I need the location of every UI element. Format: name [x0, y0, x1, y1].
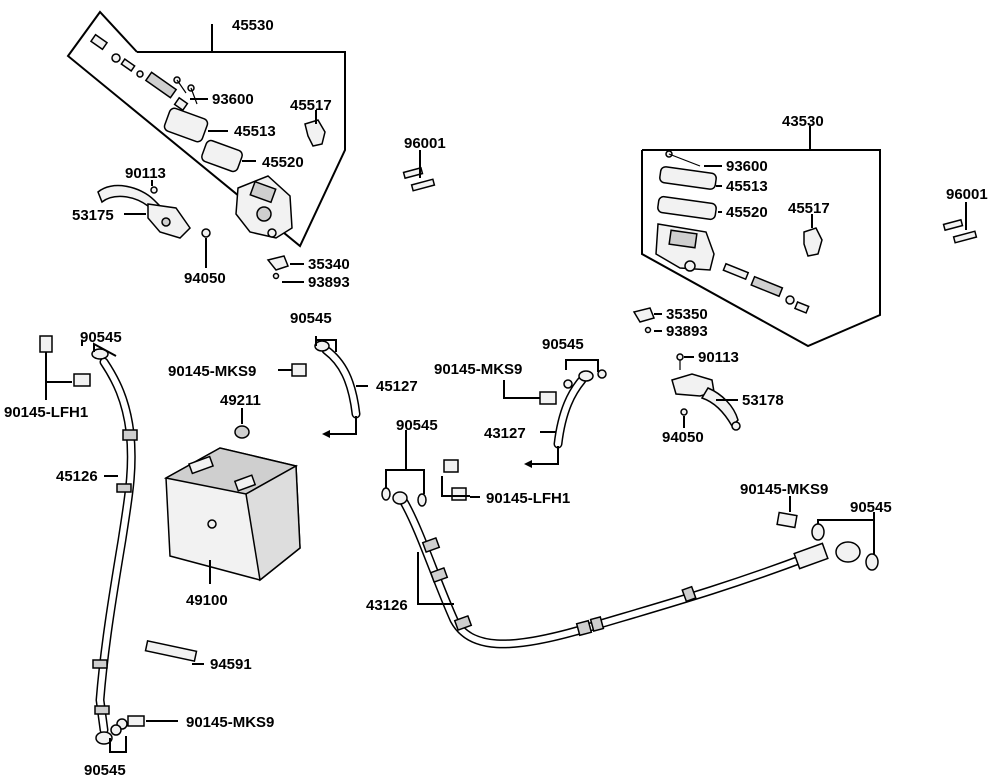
label-45126: 45126 — [56, 468, 98, 485]
label-90145-lfh1-b: 90145-LFH1 — [486, 490, 570, 507]
label-90145-mks9-d: 90145-MKS9 — [740, 481, 828, 498]
label-94050-a: 94050 — [184, 270, 226, 287]
label-45520-b: 45520 — [726, 204, 768, 221]
label-45520-a: 45520 — [262, 154, 304, 171]
label-53178: 53178 — [742, 392, 784, 409]
label-43530: 43530 — [782, 113, 824, 130]
label-94591: 94591 — [210, 656, 252, 673]
label-93600-b: 93600 — [726, 158, 768, 175]
banjo-bolt-90145-mks9-b — [110, 715, 145, 736]
label-49100: 49100 — [186, 592, 228, 609]
label-90145-mks9-a: 90145-MKS9 — [168, 363, 256, 380]
kit-43530-group: 43530 93600 45513 45520 — [641, 113, 881, 348]
label-90145-mks9-c: 90145-MKS9 — [434, 361, 522, 378]
label-90545-e: 90545 — [396, 417, 438, 434]
kit-45530-frame — [66, 10, 346, 248]
label-94050-b: 94050 — [662, 429, 704, 446]
label-43127: 43127 — [484, 425, 526, 442]
banjo-bolt-90145-mks9-c — [539, 391, 557, 405]
banjo-bolt-90145-mks9-d — [776, 511, 798, 529]
label-35340: 35340 — [308, 256, 350, 273]
bolt-96001-b — [942, 218, 978, 244]
lever-53175 — [97, 184, 191, 239]
screw-93600-b — [665, 150, 701, 167]
label-93893-a: 93893 — [308, 274, 350, 291]
clamp-45517-b — [803, 227, 823, 257]
kit-45530-group: 45530 93600 45517 45513 45520 — [66, 10, 346, 248]
tie-94591 — [144, 640, 198, 662]
label-90145-mks9-b: 90145-MKS9 — [186, 714, 274, 731]
abs-unit-49100 — [163, 447, 301, 582]
label-45530: 45530 — [232, 17, 274, 34]
diaphragm-45520-b — [657, 195, 717, 221]
banjo-bolt-90145-mks9-a — [291, 363, 307, 377]
label-45517-b: 45517 — [788, 200, 830, 217]
screw-93600-a — [173, 76, 198, 105]
label-90145-lfh1-a: 90145-LFH1 — [4, 404, 88, 421]
label-53175: 53175 — [72, 207, 114, 224]
label-90545-b: 90545 — [290, 310, 332, 327]
label-90113-b: 90113 — [698, 349, 739, 366]
label-96001-b: 96001 — [946, 186, 988, 203]
reservoir-cap-45513-b — [659, 166, 717, 190]
clamp-45517-a — [304, 119, 326, 147]
label-43126: 43126 — [366, 597, 408, 614]
banjo-bolt-90145-lfh1-b — [443, 459, 467, 501]
bracket-35340 — [266, 255, 289, 280]
kit-43530-frame — [641, 149, 881, 348]
reservoir-cap-45513-a — [163, 107, 209, 143]
hose-45126 — [91, 348, 138, 745]
hose-43126 — [392, 491, 861, 649]
label-90545-f: 90545 — [850, 499, 892, 516]
label-49211: 49211 — [220, 392, 261, 409]
label-45127: 45127 — [376, 378, 418, 395]
diaphragm-45520-a — [201, 139, 243, 173]
lever-53178 — [671, 353, 741, 431]
master-cylinder-body-a — [235, 175, 293, 239]
master-cylinder-body-b — [655, 223, 715, 272]
hose-43127 — [553, 369, 607, 449]
label-90545-a: 90545 — [80, 329, 122, 346]
label-45517-a: 45517 — [290, 97, 332, 114]
label-90545-d: 90545 — [542, 336, 584, 353]
label-93893-b: 93893 — [666, 323, 708, 340]
label-93600-a: 93600 — [212, 91, 254, 108]
bolt-96001-a — [402, 166, 436, 192]
label-96001-a: 96001 — [404, 135, 446, 152]
label-45513-a: 45513 — [234, 123, 276, 140]
label-90545-c: 90545 — [84, 762, 126, 779]
label-35350: 35350 — [666, 306, 708, 323]
label-45513-b: 45513 — [726, 178, 768, 195]
bracket-35350 — [632, 307, 656, 334]
label-90113-a: 90113 — [125, 165, 166, 182]
grommet-49211 — [234, 425, 250, 439]
nut-94050-a — [201, 228, 211, 238]
piston-set-illustration — [89, 33, 189, 112]
piston-set-b — [722, 262, 810, 314]
